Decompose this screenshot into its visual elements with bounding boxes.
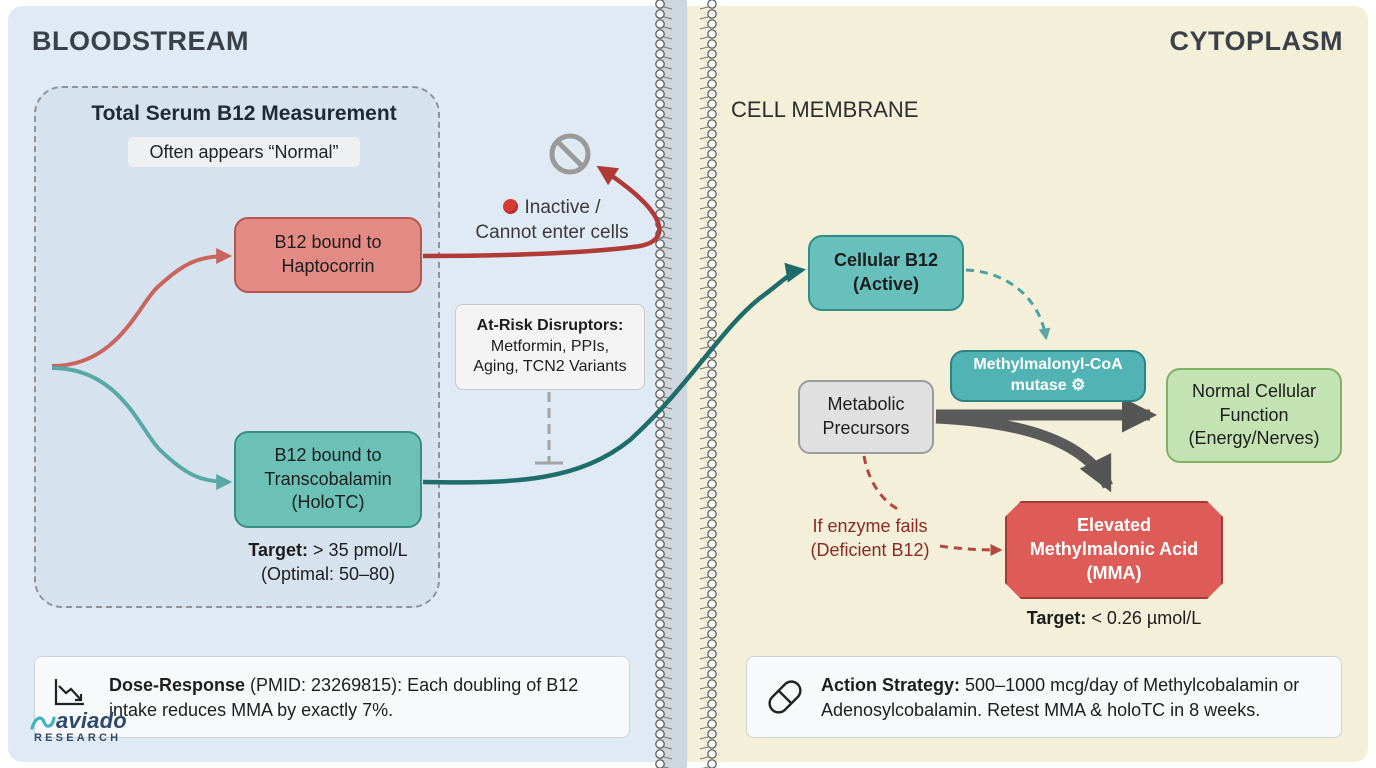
inactive-arrow: [422, 165, 662, 259]
declining-chart-icon: [54, 679, 84, 706]
cofactor-dashed-arrow: [965, 268, 1051, 341]
action-strategy-box: Action Strategy: 500–1000 mcg/day of Met…: [746, 656, 1342, 738]
holotc-target-value: > 35 pmol/L: [308, 540, 408, 560]
normal-function-node: Normal Cellular Function (Energy/Nerves): [1166, 368, 1342, 463]
holotc-entry-arrow: [422, 262, 806, 485]
haptocorrin-branch-arrow: [51, 248, 233, 368]
disruptors-title: At-Risk Disruptors:: [476, 316, 624, 334]
bloodstream-title: BLOODSTREAM: [32, 26, 249, 56]
holotc-optimal: (Optimal: 50–80): [260, 564, 396, 585]
cytoplasm-title: CYTOPLASM: [1169, 26, 1343, 56]
metabolic-precursors-node: Metabolic Precursors: [798, 380, 934, 454]
normal-appearance-note: Often appears “Normal”: [128, 137, 360, 167]
dose-response-box: Dose-Response (PMID: 23269815): Each dou…: [34, 656, 630, 738]
mma-target-value: < 0.26 µmol/L: [1086, 608, 1202, 628]
holotc-branch-arrow: [51, 366, 233, 490]
haptocorrin-node: B12 bound to Haptocorrin: [234, 217, 422, 293]
inactive-label: Inactive / Cannot enter cells: [452, 196, 652, 245]
enzyme-failure-label: If enzyme fails (Deficient B12): [810, 516, 930, 561]
inactive-text: Inactive / Cannot enter cells: [475, 197, 629, 243]
enzyme-node: Methylmalonyl-CoA mutase ⚙: [950, 350, 1146, 402]
dose-response-text: (PMID: 23269815): Each doubling of B12 i…: [109, 675, 579, 720]
dose-response-title: Dose-Response: [109, 675, 246, 695]
cellular-b12-node: Cellular B12 (Active): [808, 235, 964, 311]
elevated-mma-node: Elevated Methylmalonic Acid (MMA): [1005, 501, 1223, 599]
disruptors-box: At-Risk Disruptors: Metformin, PPIs, Agi…: [455, 304, 645, 390]
holotc-target-label: Target:: [248, 540, 309, 560]
action-strategy-title: Action Strategy:: [821, 675, 961, 695]
mma-target-label: Target:: [1026, 608, 1087, 628]
membrane-bilayer: [655, 0, 717, 768]
logo-word: aviado: [56, 708, 127, 733]
no-entry-icon: [549, 133, 591, 175]
mma-target: Target: < 0.26 µmol/L: [990, 608, 1238, 629]
mma-pathway-arrow: [935, 412, 1113, 493]
disruptors-list: Metformin, PPIs, Aging, TCN2 Variants: [473, 337, 627, 376]
logo-subtitle: RESEARCH: [34, 732, 122, 744]
action-strategy-text: 500–1000 mcg/day of Methylcobalamin or A…: [821, 675, 1300, 720]
serum-measurement-title: Total Serum B12 Measurement: [91, 102, 397, 125]
red-circle-icon: [503, 199, 519, 214]
membrane-label: CELL MEMBRANE: [731, 97, 919, 122]
enzyme-failure-arrow: [862, 455, 1000, 550]
holotc-node: B12 bound to Transcobalamin (HoloTC): [234, 431, 422, 528]
holotc-target: Target: > 35 pmol/L (Optimal: 50–80): [230, 538, 426, 587]
logo-wave-icon: [30, 716, 56, 730]
capsule-icon: [768, 680, 802, 714]
